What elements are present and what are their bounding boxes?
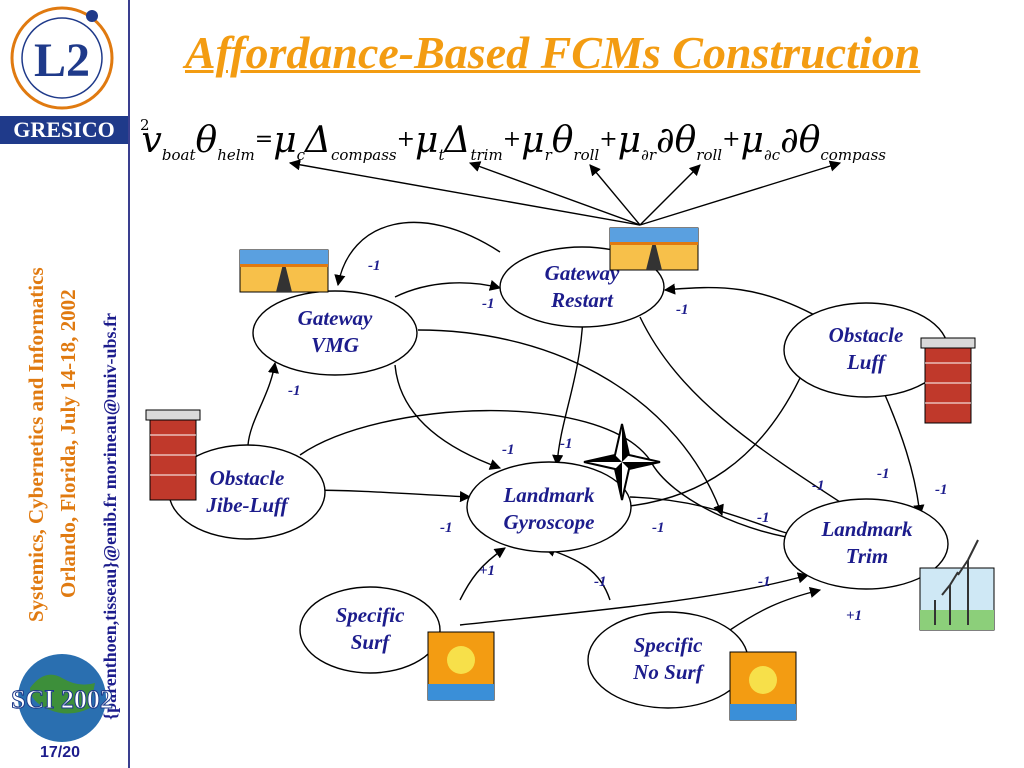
formula-mu: μ bbox=[273, 120, 297, 161]
node-label-gateway-vmg: Gateway VMG bbox=[297, 306, 373, 357]
formula-v-sub: boat bbox=[161, 146, 196, 164]
formula-eq: = bbox=[254, 127, 274, 152]
formula-var-sub: trim bbox=[470, 146, 503, 164]
road-icon bbox=[239, 249, 329, 293]
edge-label: +1 bbox=[479, 563, 496, 579]
formula-plus: + bbox=[722, 127, 741, 152]
formula-theta: θ bbox=[195, 120, 218, 161]
edge-label: -1 bbox=[757, 510, 770, 526]
edge-label: -1 bbox=[560, 436, 573, 452]
logo-text: L2 bbox=[34, 34, 90, 87]
formula-mu-sub: c bbox=[296, 146, 305, 164]
formula-mu-sub: ∂r bbox=[641, 146, 656, 164]
formula-var-sub: roll bbox=[573, 146, 600, 164]
formula-var-sub: compass bbox=[331, 146, 397, 164]
edge-label: -1 bbox=[368, 258, 381, 274]
node-label-landmark-trim: Landmark Trim bbox=[821, 517, 913, 568]
edge-label: -1 bbox=[594, 574, 607, 590]
edge-label: -1 bbox=[440, 520, 453, 536]
formula-mu: μ bbox=[415, 120, 439, 161]
brick-wall-icon bbox=[920, 337, 976, 424]
edge-label: -1 bbox=[288, 383, 301, 399]
formula-plus: + bbox=[502, 127, 522, 152]
formula-var-sub: roll bbox=[696, 146, 723, 164]
formula-plus: + bbox=[599, 127, 618, 152]
sci-logo-text: SCI 2002 bbox=[11, 685, 113, 714]
formula-mu-sub: ∂c bbox=[763, 146, 781, 164]
formula-mu: μ bbox=[521, 120, 545, 161]
edge-label: -1 bbox=[482, 296, 495, 312]
node-label-landmark-gyroscope: Landmark Gyroscope bbox=[503, 483, 595, 534]
edge-label: -1 bbox=[676, 302, 689, 318]
edge-label: -1 bbox=[652, 520, 665, 536]
formula-sup: 2 bbox=[140, 116, 150, 134]
formula-v: v bbox=[141, 120, 162, 161]
formula-plus: + bbox=[396, 127, 416, 152]
node-specific-surf bbox=[299, 586, 441, 674]
formula: 2vboatθhelm=μcΔcompass+μtΔtrim+μrθroll+μ… bbox=[140, 116, 1020, 176]
edge-label: -1 bbox=[502, 442, 515, 458]
compass-rose-icon bbox=[583, 423, 661, 501]
gresico-badge: GRESICO bbox=[0, 116, 128, 144]
sun-over-water-icon bbox=[427, 631, 495, 701]
edge-label: +1 bbox=[846, 608, 863, 624]
node-gateway-vmg bbox=[252, 290, 418, 376]
formula-var: ∂θ bbox=[780, 120, 821, 161]
edge-label: -1 bbox=[758, 574, 771, 590]
node-label-specific-no-surf: Specific No Surf bbox=[633, 633, 703, 684]
formula-var: ∂θ bbox=[656, 120, 697, 161]
formula-mu-sub: t bbox=[438, 146, 445, 164]
node-landmark-gyroscope bbox=[466, 461, 632, 553]
node-landmark-trim bbox=[783, 498, 949, 590]
edge-label: -1 bbox=[935, 482, 948, 498]
formula-var: Δ bbox=[444, 120, 471, 161]
l2-logo: L2 bbox=[10, 6, 114, 110]
node-label-specific-surf: Specific Surf bbox=[335, 603, 405, 654]
sun-over-water-icon bbox=[729, 651, 797, 721]
page-number: 17/20 bbox=[40, 744, 81, 761]
sidebar: L2 GRESICO Systemics, Cybernetics and In… bbox=[0, 0, 128, 768]
wind-turbine-icon bbox=[919, 539, 995, 631]
edge-label: -1 bbox=[877, 466, 890, 482]
formula-mu: μ bbox=[740, 120, 764, 161]
formula-theta-sub: helm bbox=[217, 146, 255, 164]
sidebar-divider bbox=[128, 0, 130, 768]
brick-wall-icon bbox=[145, 409, 201, 501]
formula-arrows bbox=[288, 159, 842, 226]
road-icon bbox=[609, 227, 699, 271]
slide-title: Affordance-Based FCMs Construction bbox=[185, 27, 921, 78]
node-label-obstacle-luff: Obstacle Luff bbox=[828, 323, 904, 374]
edge-label: -1 bbox=[812, 478, 825, 494]
formula-var-sub: compass bbox=[820, 146, 887, 164]
node-label-obstacle-jibe-luff: Obstacle Jibe-Luff bbox=[206, 466, 288, 517]
formula-mu: μ bbox=[617, 120, 642, 161]
sci-2002-logo: SCI 2002 bbox=[11, 654, 113, 742]
formula-var: θ bbox=[551, 120, 574, 161]
node-label-gateway-restart: Gateway Restart bbox=[544, 261, 620, 312]
formula-mu-sub: r bbox=[544, 146, 552, 164]
formula-var: Δ bbox=[305, 120, 331, 161]
